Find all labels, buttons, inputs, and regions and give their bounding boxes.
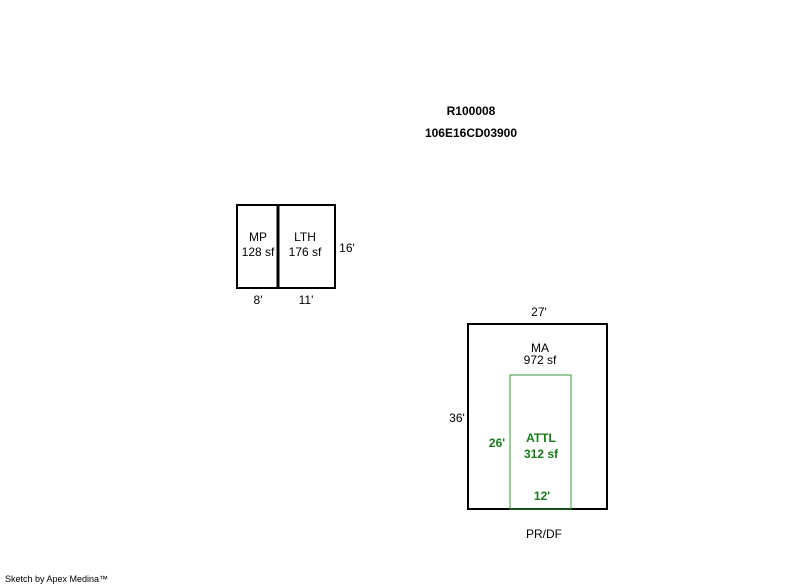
lth-area: 176 sf [289,245,322,259]
attl-area-outline [509,374,572,510]
attl-code: ATTL [526,431,556,445]
lth-width-dim: 11' [299,293,314,307]
map-number: 106E16CD03900 [425,126,517,140]
mp-width-dim: 8' [254,293,263,307]
pr-df-label: PR/DF [526,527,562,541]
mp-area: 128 sf [242,245,275,259]
attl-depth-dim: 26' [489,436,505,450]
attl-width-dim: 12' [534,489,550,503]
lth-code: LTH [294,230,316,244]
sketch-credit: Sketch by Apex Medina™ [5,574,109,584]
attl-area: 312 sf [524,447,559,461]
ma-depth-dim: 36' [449,411,465,425]
ma-area: 972 sf [524,353,557,367]
mp-lth-depth-dim: 16' [339,241,355,255]
ma-code: MA [531,341,549,355]
mp-code: MP [249,230,267,244]
ma-width-dim: 27' [531,305,547,319]
parcel-id: R100008 [447,104,496,118]
